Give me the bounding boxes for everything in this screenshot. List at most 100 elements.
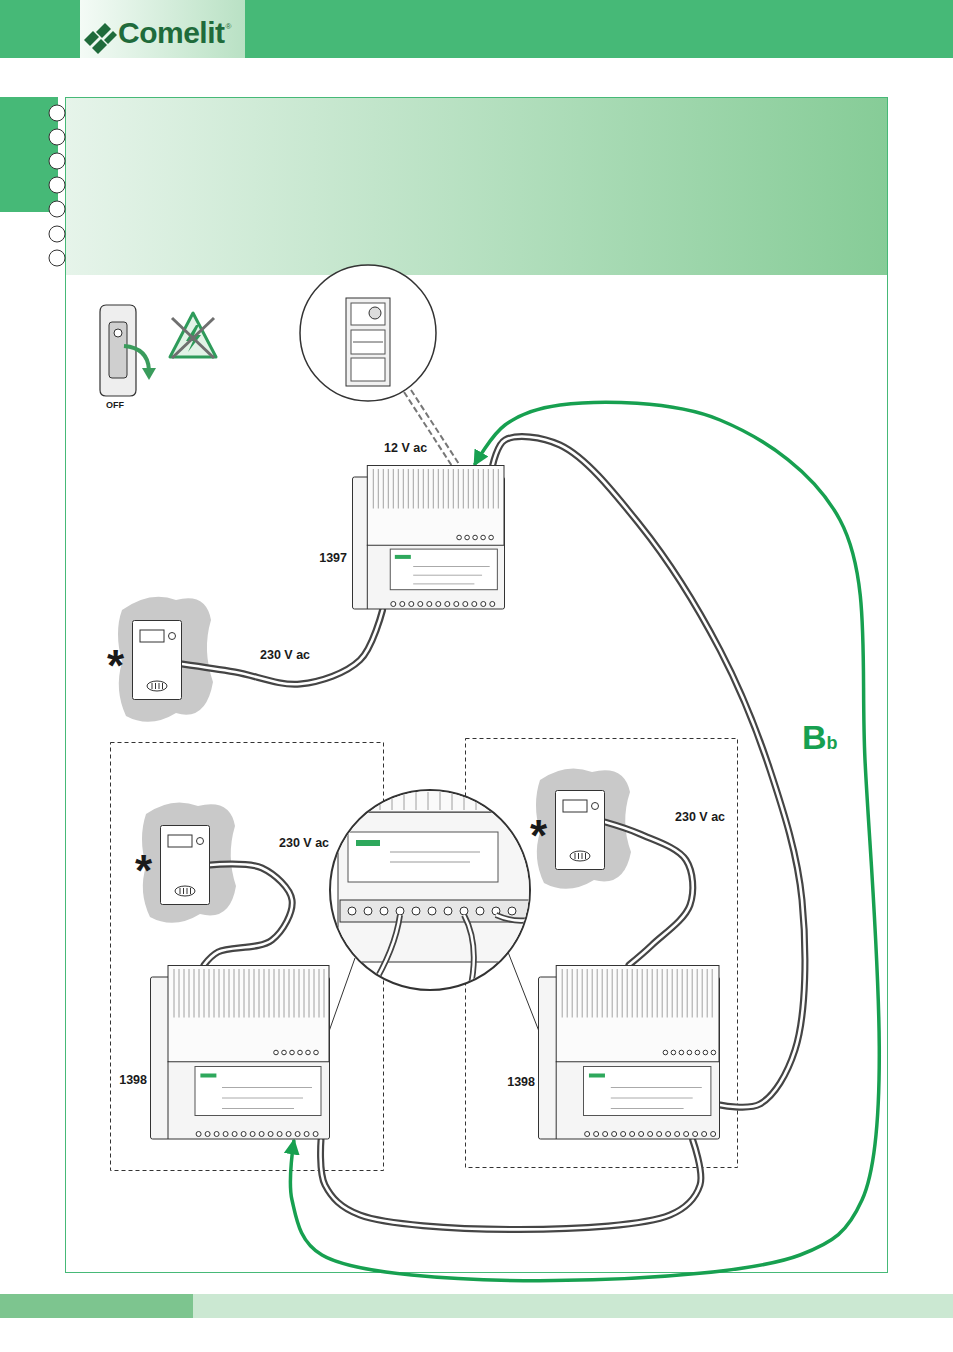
fin	[562, 969, 563, 1018]
print-line	[413, 566, 490, 567]
fin	[214, 969, 215, 1018]
no-voltage-symbol	[170, 313, 216, 358]
fin	[572, 969, 573, 1018]
fin	[464, 792, 465, 810]
zoom-print	[390, 852, 480, 853]
socket-plate	[133, 621, 182, 700]
fin	[712, 969, 713, 1018]
fin	[478, 469, 479, 509]
cable-sheath	[605, 822, 693, 965]
logo-icon	[84, 23, 117, 54]
outlet-slot	[190, 888, 191, 894]
fin	[612, 969, 613, 1018]
cross-line	[172, 318, 214, 358]
terminal	[454, 602, 459, 607]
fin	[404, 792, 405, 810]
terminal	[603, 1132, 608, 1137]
fin	[697, 969, 698, 1018]
fin	[468, 469, 469, 509]
button-module	[351, 358, 385, 381]
header-bar	[0, 0, 953, 58]
terminal	[465, 535, 470, 540]
fin	[617, 969, 618, 1018]
fin	[219, 969, 220, 1018]
socket-indicator	[197, 838, 204, 845]
terminal	[639, 1132, 644, 1137]
note-marker: *	[135, 849, 152, 893]
terminal	[313, 1132, 318, 1137]
fin	[249, 969, 250, 1018]
terminal	[348, 907, 356, 915]
mains-cable	[605, 822, 693, 965]
zoom-content	[338, 790, 560, 990]
terminal	[400, 602, 405, 607]
print-line	[611, 1108, 684, 1109]
fin	[179, 969, 180, 1018]
button-divider	[353, 342, 383, 343]
door-panel	[346, 298, 390, 386]
fin	[418, 469, 419, 509]
voltage-label: 230 V ac	[258, 648, 312, 662]
socket-indicator	[592, 803, 599, 810]
terminal	[666, 1132, 671, 1137]
terminal	[675, 1132, 680, 1137]
socket-outlet	[175, 886, 195, 896]
fin	[304, 969, 305, 1018]
zoom-fins	[380, 792, 488, 810]
switch-arrow	[124, 346, 149, 370]
terminal	[457, 535, 462, 540]
fin	[433, 469, 434, 509]
fin	[398, 469, 399, 509]
zoom-detail	[310, 790, 560, 1085]
terminals	[457, 535, 494, 540]
switch-state: OFF	[106, 400, 124, 410]
part-number: 1398	[507, 1075, 535, 1089]
socket-plate	[556, 791, 605, 870]
mains-cable	[182, 610, 383, 684]
fin	[602, 969, 603, 1018]
terminal	[250, 1132, 255, 1137]
terminal	[418, 602, 423, 607]
fin	[637, 969, 638, 1018]
fin	[204, 969, 205, 1018]
mains-socket: *	[160, 825, 210, 905]
terminal	[460, 907, 468, 915]
fin	[279, 969, 280, 1018]
fin	[428, 792, 429, 810]
housing-top	[367, 466, 504, 546]
fin	[642, 969, 643, 1018]
terminal	[223, 1132, 228, 1137]
language-circle	[49, 105, 65, 121]
fin	[597, 969, 598, 1018]
print-line	[222, 1098, 303, 1099]
terminal	[427, 602, 432, 607]
voltage-label: 230 V ac	[673, 810, 727, 824]
fin	[254, 969, 255, 1018]
fin	[234, 969, 235, 1018]
fin	[647, 969, 648, 1018]
device-drawing	[352, 465, 505, 610]
note-marker: *	[107, 644, 124, 688]
fin	[443, 469, 444, 509]
fin	[184, 969, 185, 1018]
terminal	[298, 1050, 303, 1055]
fin	[299, 969, 300, 1018]
fin	[189, 969, 190, 1018]
language-band	[65, 97, 888, 275]
brand-mark	[589, 1074, 605, 1078]
front-label	[584, 1067, 711, 1116]
terminal	[412, 907, 420, 915]
terminal	[711, 1050, 716, 1055]
fin	[438, 469, 439, 509]
terminal	[695, 1050, 700, 1055]
terminal	[428, 907, 436, 915]
power-supply: 1398	[538, 965, 720, 1140]
housing-top	[556, 966, 719, 1062]
terminals	[196, 1132, 318, 1137]
inset-circle	[300, 265, 436, 401]
fin	[463, 469, 464, 509]
fin	[209, 969, 210, 1018]
logo-square	[92, 39, 107, 54]
fin	[702, 969, 703, 1018]
fin	[319, 969, 320, 1018]
